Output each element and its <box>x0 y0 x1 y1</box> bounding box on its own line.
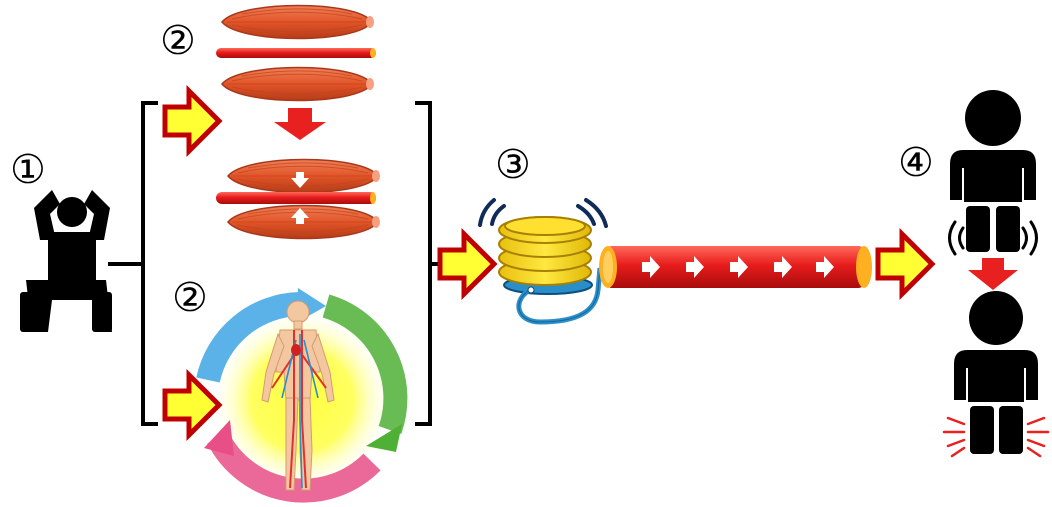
step-2-bottom-label: ② <box>172 275 208 321</box>
step-1-label: ① <box>10 147 46 193</box>
blood-vessel-flow <box>599 246 872 288</box>
arrow-into-result <box>878 234 932 294</box>
left-bracket <box>141 101 158 426</box>
up-arrow-white <box>291 208 309 224</box>
sound-waves-left <box>478 198 506 227</box>
blood-vessel-icon <box>216 48 376 58</box>
sound-waves-right <box>576 198 608 228</box>
down-arrow-white <box>291 172 309 188</box>
foot-pump-icon <box>498 216 603 325</box>
circulation-cycle-icon <box>196 288 408 503</box>
blood-vessel-icon <box>216 192 376 204</box>
right-bracket <box>415 101 432 426</box>
muscle-relaxed-group <box>216 4 376 102</box>
vibration-icon-top <box>948 220 1038 256</box>
glow-lines-bottom <box>942 416 1050 458</box>
arrow-into-cycle <box>165 375 219 435</box>
flow-arrows <box>642 256 834 278</box>
arrow-into-pump <box>440 234 494 294</box>
step-3-label: ③ <box>495 142 531 188</box>
person-icon-bottom <box>954 291 1038 454</box>
muscle-contracted-group <box>216 158 381 240</box>
arrow-into-muscles <box>165 91 219 151</box>
step-2-top-label: ② <box>160 18 196 64</box>
down-arrow-muscle <box>274 108 326 140</box>
step-4-label: ④ <box>898 140 934 186</box>
person-icon-top <box>950 90 1036 252</box>
person-stretching-icon <box>20 190 112 332</box>
down-arrow-person <box>968 258 1018 290</box>
